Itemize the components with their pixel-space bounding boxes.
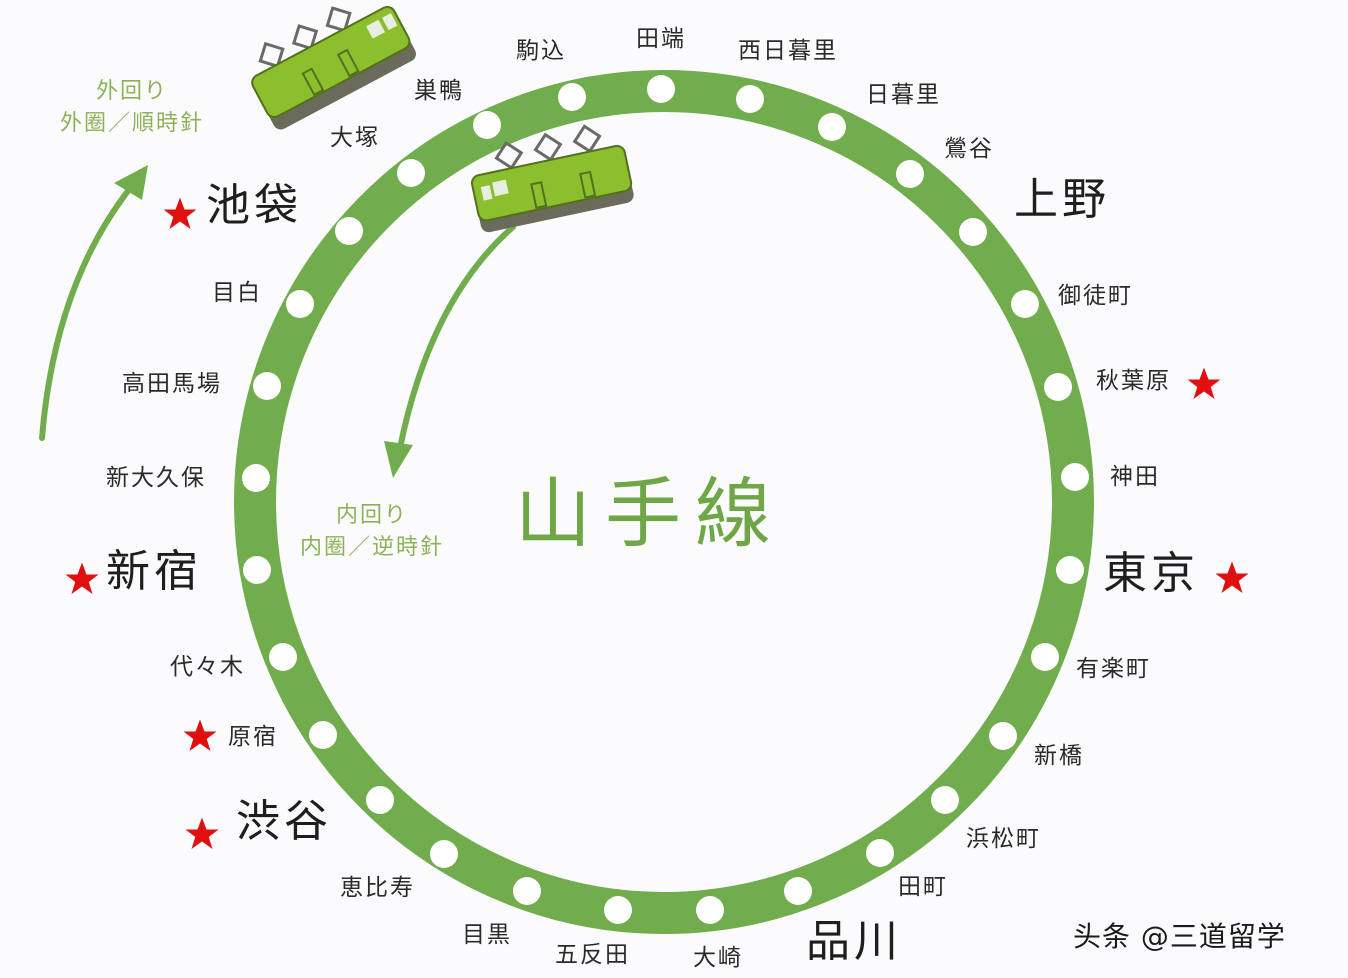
station-dot-kanda[interactable] [1061,463,1089,491]
station-label-shinagawa[interactable]: 品川 [806,916,902,967]
inner-loop-label-line1: 内回り [336,503,409,528]
station-dot-otsuka[interactable] [397,159,425,187]
station-dot-tamachi[interactable] [866,839,894,867]
station-label-meguro[interactable]: 目黒 [462,922,512,948]
station-label-ikebukuro[interactable]: 池袋 [206,180,302,231]
station-dot-yoyogi[interactable] [269,643,297,671]
station-dot-nippori[interactable] [818,113,846,141]
station-label-akihabara[interactable]: 秋葉原 [1096,368,1171,394]
station-label-shimbashi[interactable]: 新橋 [1034,743,1084,769]
station-dot-ueno[interactable] [959,218,987,246]
station-label-okachimachi[interactable]: 御徒町 [1058,283,1133,309]
station-dot-takadanobaba[interactable] [253,372,281,400]
station-label-sugamo[interactable]: 巣鴨 [414,78,464,104]
inner-loop-label-line2: 内圈／逆時針 [300,534,445,560]
outer-loop-label-line1: 外回り [96,79,169,104]
inner-loop-train-icon [470,124,634,233]
star-icon-shinjuku [65,562,99,594]
station-label-ebisu[interactable]: 恵比寿 [340,875,415,901]
station-dot-komagome[interactable] [558,83,586,111]
station-dot-meguro[interactable] [513,877,541,905]
station-label-shinjuku[interactable]: 新宿 [106,546,202,597]
station-label-otsuka[interactable]: 大塚 [330,125,380,151]
station-dot-okachimachi[interactable] [1011,290,1039,318]
station-dot-shinjuku[interactable] [243,556,271,584]
station-dot-shibuya[interactable] [366,786,394,814]
station-dot-mejiro[interactable] [286,290,314,318]
station-dot-shinagawa[interactable] [784,877,812,905]
inner-loop-arrow-icon [384,224,516,478]
outer-loop-label-line2: 外圈／順時針 [60,110,205,136]
station-label-kanda[interactable]: 神田 [1110,464,1160,490]
station-label-takadanobaba[interactable]: 高田馬場 [122,371,222,397]
star-icon-shibuya [185,817,219,849]
station-label-tamachi[interactable]: 田町 [898,874,948,900]
station-label-uguisudani[interactable]: 鶯谷 [944,136,994,162]
station-label-yurakucho[interactable]: 有楽町 [1076,656,1151,682]
station-dot-shimbashi[interactable] [989,722,1017,750]
station-label-ueno[interactable]: 上野 [1014,174,1110,225]
station-dot-uguisudani[interactable] [896,160,924,188]
watermark: 头条 @三道留学 [1073,920,1286,953]
station-dot-osaki[interactable] [696,896,724,924]
station-dot-akihabara[interactable] [1044,373,1072,401]
station-label-tabata[interactable]: 田端 [636,26,686,52]
station-label-osaki[interactable]: 大崎 [693,945,743,971]
station-label-nippori[interactable]: 日暮里 [866,82,941,108]
star-icon-ikebukuro [163,197,197,229]
station-label-shibuya[interactable]: 渋谷 [236,796,332,847]
station-label-tokyo[interactable]: 東京 [1103,548,1199,599]
station-dot-hamamatsucho[interactable] [931,786,959,814]
station-label-mejiro[interactable]: 目白 [212,280,262,306]
outer-loop-train-icon [251,6,416,130]
outer-loop-label: 外回り 外圈／順時針 [60,76,204,140]
outer-loop-arrow-icon [39,165,148,441]
inner-loop-label: 内回り 内圈／逆時針 [300,500,444,564]
station-label-harajuku[interactable]: 原宿 [228,724,278,750]
station-dot-ikebukuro[interactable] [335,217,363,245]
station-dot-nishi-nippori[interactable] [736,85,764,113]
station-dot-sugamo[interactable] [473,111,501,139]
station-label-hamamatsucho[interactable]: 浜松町 [966,826,1041,852]
line-title: 山手線 [515,469,785,558]
station-label-gotanda[interactable]: 五反田 [555,942,630,968]
star-icon-tokyo [1215,561,1249,593]
station-dot-shin-okubo[interactable] [242,464,270,492]
station-label-komagome[interactable]: 駒込 [516,38,566,64]
station-dot-harajuku[interactable] [309,721,337,749]
station-dots [242,75,1089,924]
station-dot-tokyo[interactable] [1056,556,1084,584]
station-dot-tabata[interactable] [647,75,675,103]
star-icon-harajuku [183,719,217,751]
star-icon-akihabara [1187,367,1221,399]
station-label-nishi-nippori[interactable]: 西日暮里 [738,38,838,64]
station-dot-ebisu[interactable] [430,840,458,868]
station-dot-yurakucho[interactable] [1031,643,1059,671]
station-label-shin-okubo[interactable]: 新大久保 [106,465,206,491]
station-label-yoyogi[interactable]: 代々木 [170,654,245,680]
station-dot-gotanda[interactable] [604,896,632,924]
